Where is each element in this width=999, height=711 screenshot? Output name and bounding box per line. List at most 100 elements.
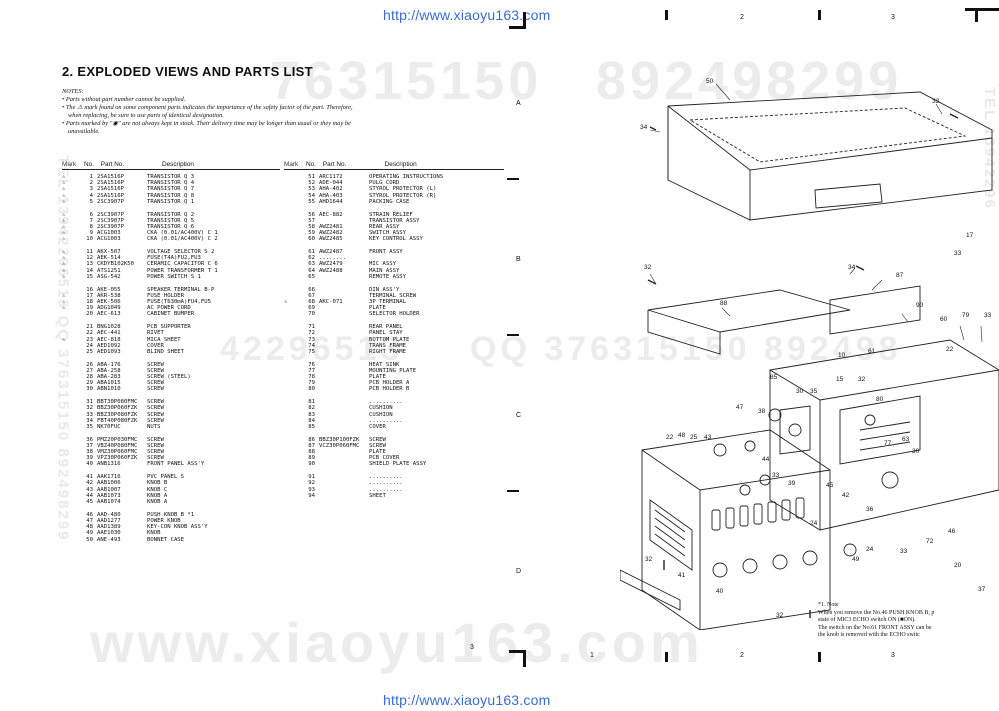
crop-tick-3 — [665, 652, 668, 662]
callout-40: 40 — [716, 588, 724, 595]
group-gap — [62, 468, 280, 475]
safety-mark — [62, 424, 76, 430]
header-desc: Description — [161, 161, 194, 168]
callout-61: 61 — [868, 348, 876, 355]
safety-mark — [62, 461, 76, 467]
part-description: KEY-CON KNOB ASS'Y — [147, 524, 208, 531]
part-number: VPZ30P060FZK — [97, 455, 138, 462]
group-gap — [284, 280, 504, 287]
part-number: 2SC3907P — [97, 211, 124, 218]
part-description: SELECTOR HOLDER — [369, 311, 420, 318]
part-number: AED1092 — [97, 342, 121, 349]
safety-mark — [284, 424, 298, 430]
callout-36: 36 — [866, 506, 874, 513]
safety-mark — [284, 236, 298, 242]
part-number: AEK-514 — [97, 255, 121, 262]
header-url-link[interactable]: http://www.xiaoyu163.com — [383, 7, 551, 23]
part-description: SCREW — [147, 367, 164, 374]
part-index: 21 — [86, 324, 93, 331]
part-index: 80 — [308, 386, 315, 393]
part-description: STYROL PROTECTOR (L) — [369, 186, 437, 193]
part-index: 81 — [308, 399, 315, 406]
part-number: AWZ2485 — [319, 236, 343, 243]
watermark-mid-1: 42296513 — [220, 330, 404, 368]
safety-mark: ⚠ — [62, 267, 66, 274]
part-number: 2SC3907P — [97, 223, 124, 230]
part-number: BBZ30P100FZK — [319, 436, 360, 443]
part-index: 43 — [86, 486, 93, 493]
part-index: 19 — [86, 305, 93, 312]
part-number: PMZ20P030FMC — [97, 436, 138, 443]
safety-mark: ⚠ — [62, 180, 66, 187]
part-index: 61 — [308, 249, 315, 256]
part-number — [319, 493, 369, 499]
safety-mark — [284, 311, 298, 317]
part-number: AWZ2488 — [319, 267, 343, 274]
part-number: AHD1644 — [319, 198, 343, 205]
part-number: AEK-506 — [97, 298, 121, 305]
table-row: 81.......... — [284, 399, 504, 405]
callout-24: 24 — [810, 520, 818, 527]
part-description: TRANSISTOR Q 7 — [147, 186, 195, 193]
crop-tick-4 — [818, 652, 821, 662]
part-index: 18 — [86, 298, 93, 305]
part-index: 10 — [86, 236, 93, 243]
part-description: SCREW — [369, 436, 386, 443]
callout-46: 46 — [948, 528, 956, 535]
callout-80: 80 — [876, 396, 884, 403]
part-number: AWZ2479 — [319, 261, 343, 268]
part-number: AAB1074 — [97, 499, 121, 505]
safety-mark: ⚠ — [62, 292, 66, 299]
part-description: KNOB C — [147, 486, 168, 493]
footer-url-link[interactable]: http://www.xiaoyu163.com — [383, 692, 551, 708]
part-description: CUSHION — [369, 405, 393, 412]
part-number: ABA-258 — [97, 367, 121, 374]
part-index: 37 — [86, 442, 93, 449]
group-gap — [62, 205, 280, 212]
bonnet-case — [667, 91, 993, 221]
group-gap — [62, 280, 280, 287]
part-number: ANB1316 — [97, 461, 121, 468]
part-index: 67 — [308, 292, 315, 299]
crop-mark-bottom-left — [509, 650, 526, 667]
part-description: CKA (0.01/AC400V) C 2 — [147, 236, 218, 243]
part-index: 66 — [308, 286, 315, 293]
part-number: ........ — [319, 255, 346, 262]
part-index: 38 — [86, 449, 93, 456]
table-row: 84.......... — [284, 418, 504, 424]
part-description: KNOB — [147, 530, 161, 537]
safety-mark: ⚠ — [62, 223, 66, 230]
part-description: FUSE HOLDER — [147, 292, 185, 299]
header-mark: Mark — [62, 161, 77, 168]
part-number: AWZ2482 — [319, 230, 343, 237]
callout-34b: 34 — [848, 264, 856, 271]
margin-dash-2 — [507, 334, 519, 336]
callout-10: 10 — [838, 352, 846, 359]
callout-85: 85 — [770, 374, 778, 381]
part-index: 45 — [86, 499, 93, 505]
callout-33c: 33 — [954, 250, 962, 257]
part-number — [319, 386, 369, 392]
part-description: KNOB A — [147, 499, 168, 505]
part-description: SPEAKER TERMINAL B-P — [147, 286, 215, 293]
part-number: 2SA1516P — [97, 180, 124, 187]
part-description: POWER KNOB — [147, 517, 181, 524]
part-description: OPERATING INSTRUCTIONS — [369, 174, 444, 180]
part-number: BBZ30P060FZK — [97, 405, 138, 412]
part-index: 86 — [308, 436, 315, 443]
part-description: SCREW — [147, 455, 164, 462]
